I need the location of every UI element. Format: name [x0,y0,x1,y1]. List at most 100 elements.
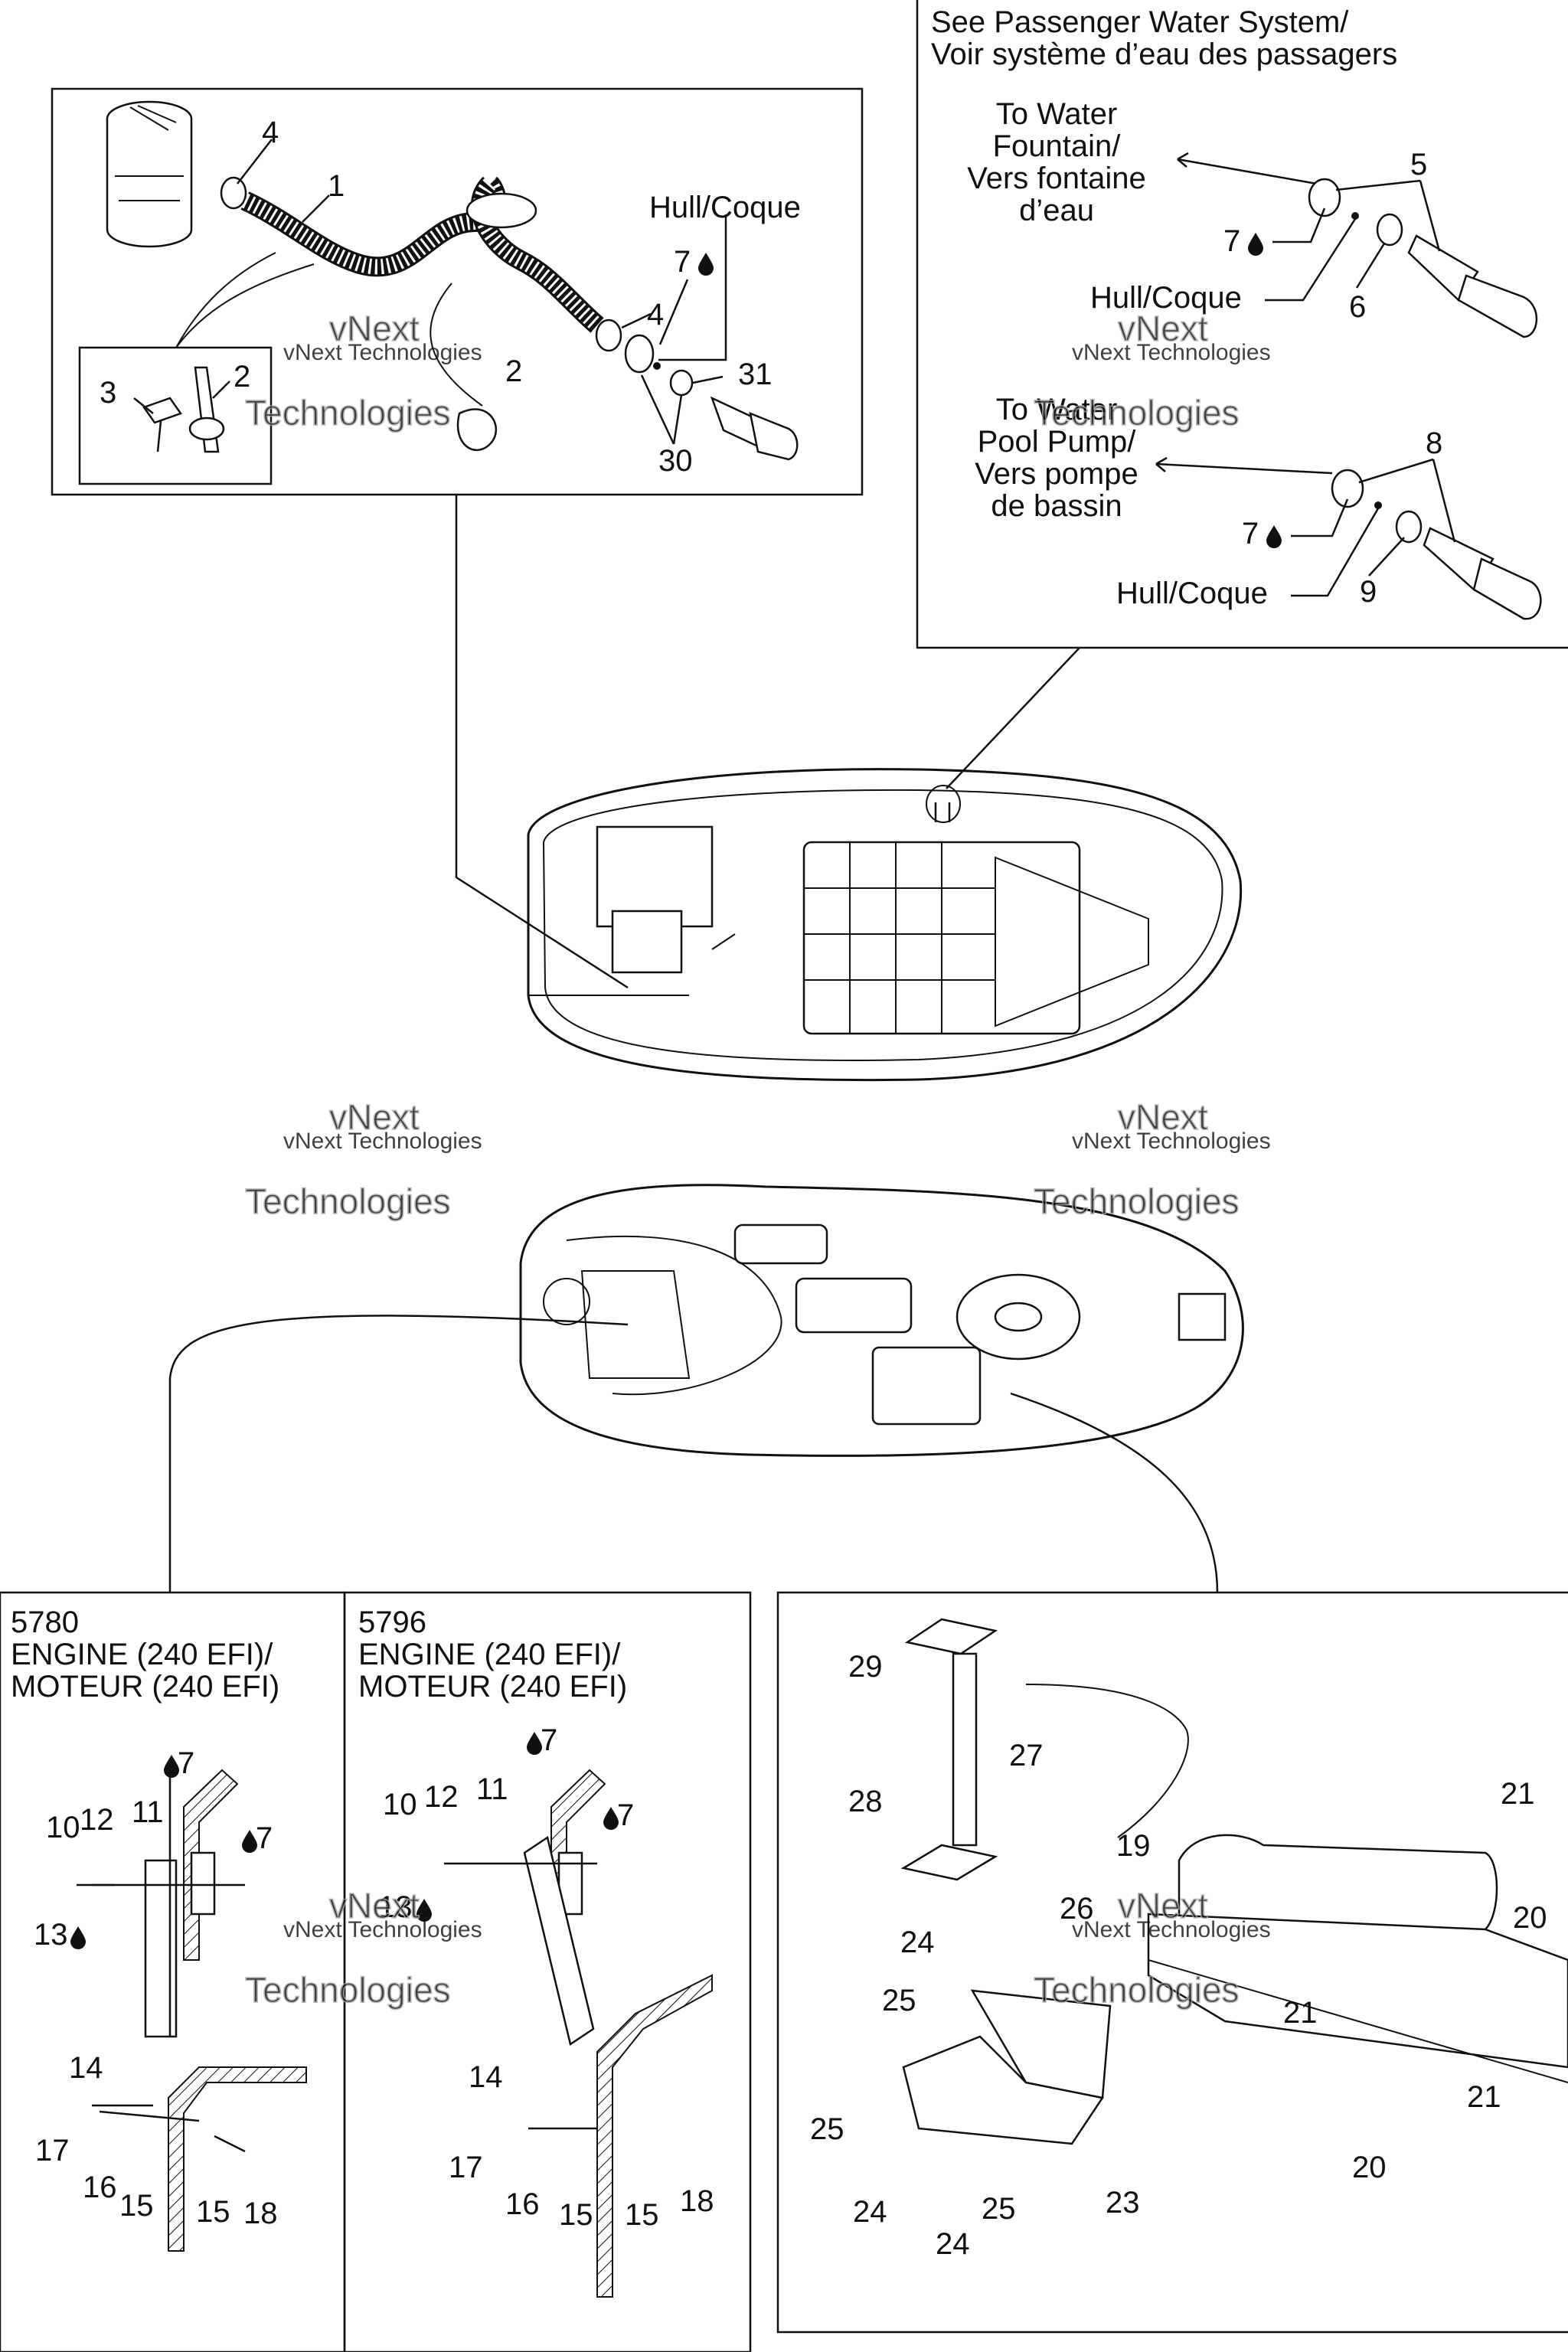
callout-15: 15 [119,2189,154,2223]
detail-circle [926,785,961,823]
callout-30: 30 [658,444,693,478]
callout-2: 2 [505,354,522,388]
hull-label-pool: Hull/Coque [1116,577,1268,610]
bow-cap [1178,1292,1227,1341]
callout-7: 7 [617,1798,634,1832]
callout-24: 24 [936,2227,970,2261]
callout-14: 14 [69,2051,103,2085]
sealant-drop-icon [603,1807,619,1830]
hull-label: Hull/Coque [649,191,801,224]
fountain-line2: Fountain/ [993,129,1122,163]
pool-line2: Pool Pump/ [978,425,1137,459]
screw-icon [142,397,182,452]
fountain-line3: Vers fontaine [967,162,1146,195]
engine-5796-frame [343,1591,752,2352]
callout-20: 20 [1352,2151,1387,2184]
engine-block [596,825,714,928]
callout-29: 29 [848,1650,883,1684]
seat-pedestal-icon [900,1618,998,1881]
callout-7: 7 [178,1746,194,1780]
fountain-line1: To Water [996,97,1118,131]
callout-15: 15 [559,2198,593,2232]
callout-27: 27 [1009,1739,1044,1772]
sealant-drop-icon [698,253,714,276]
svg-text:Technologies: Technologies [245,1970,451,2010]
svg-text:vNext: vNext [1118,1886,1208,1926]
seat-box: 29 27 28 19 21 20 26 21 21 20 24 25 25 2… [776,1591,1568,2334]
svg-text:Technologies: Technologies [245,393,451,433]
sealant-drop-icon [1266,525,1282,548]
bilge-pump-icon [106,100,193,248]
callout-26: 26 [1060,1892,1094,1926]
sealant-drop-icon [164,1755,179,1778]
svg-text:Technologies: Technologies [1034,1181,1240,1221]
svg-text:vNext: vNext [329,1886,420,1926]
bracket [190,1851,216,1916]
engine-5796-line2: MOTEUR (240 EFI) [358,1670,627,1704]
svg-text:vNext Technologies: vNext Technologies [283,1129,482,1154]
callout-5: 5 [1410,148,1427,181]
svg-text:vNext: vNext [329,1097,420,1137]
callout-15: 15 [196,2195,230,2229]
connector-line [455,495,629,989]
callout-7: 7 [674,245,691,279]
callout-13: 13 [34,1918,68,1952]
passenger-water-box: See Passenger Water System/ Voir système… [916,0,1568,649]
callout-28: 28 [848,1785,883,1818]
callout-15: 15 [625,2198,659,2232]
pump-well [611,910,683,974]
sealant-drop-icon [527,1732,542,1755]
pool-line3: Vers pompe [975,457,1138,491]
callout-1: 1 [328,169,345,203]
fountain-line4: d’eau [1019,194,1094,227]
svg-text:vNext Technologies: vNext Technologies [283,340,482,365]
callout-7: 7 [1223,224,1240,258]
callout-21: 21 [1283,1996,1318,2030]
engine-5780-box: 5780 ENGINE (240 EFI)/ MOTEUR (240 EFI) … [0,1591,346,2352]
deck-panel [733,1223,828,1265]
callout-7: 7 [1242,517,1259,550]
pointer-line [430,283,483,407]
pool-line1: To Water [996,393,1118,426]
pointer-line [1025,1684,1189,1838]
connector-line [946,647,1080,789]
callout-16: 16 [83,2171,117,2204]
svg-text:Technologies: Technologies [245,1181,451,1221]
callout-21: 21 [1501,1777,1535,1811]
callout-8: 8 [1426,426,1442,460]
svg-text:vNext Technologies: vNext Technologies [1072,1129,1271,1154]
svg-text:vNext: vNext [329,309,420,348]
hull-section [596,1974,713,2298]
damper [523,1835,595,2047]
svg-text:Technologies: Technologies [1034,393,1240,433]
callout-13: 13 [378,1890,413,1924]
callout-7: 7 [541,1723,557,1757]
sealant-drop-icon [70,1926,86,1949]
callout-2: 2 [234,360,250,394]
svg-text:Technologies: Technologies [1034,1970,1240,2010]
deck-panel [795,1277,913,1334]
seat-base-icon [902,1989,1112,2145]
callout-25: 25 [982,2192,1016,2226]
callout-25: 25 [882,1984,916,2017]
callout-6: 6 [1349,290,1366,324]
hull-top-view [527,768,1243,1082]
sealant-drop-icon [1248,233,1263,256]
svg-text:vNext Technologies: vNext Technologies [1072,340,1271,365]
callout-4: 4 [647,298,664,332]
engine-5780-num: 5780 [11,1606,79,1639]
pool-fitting-icon [1331,469,1542,620]
svg-text:vNext: vNext [1118,309,1208,348]
deck-top-view [519,1184,1244,1457]
fountain-fitting-icon [1308,178,1538,338]
pool-line4: de bassin [991,489,1122,523]
callout-9: 9 [1360,575,1377,609]
callout-24: 24 [853,2195,887,2229]
passenger-title-line1: See Passenger Water System/ [931,5,1349,39]
callout-10: 10 [46,1811,80,1844]
callout-11: 11 [476,1772,508,1806]
svg-text:vNext Technologies: vNext Technologies [1072,1917,1271,1942]
engine-5796-box: 5796 ENGINE (240 EFI)/ MOTEUR (240 EFI) … [343,1591,752,2352]
seat-bench-icon [1147,1834,1568,2083]
callout-4: 4 [262,116,279,149]
